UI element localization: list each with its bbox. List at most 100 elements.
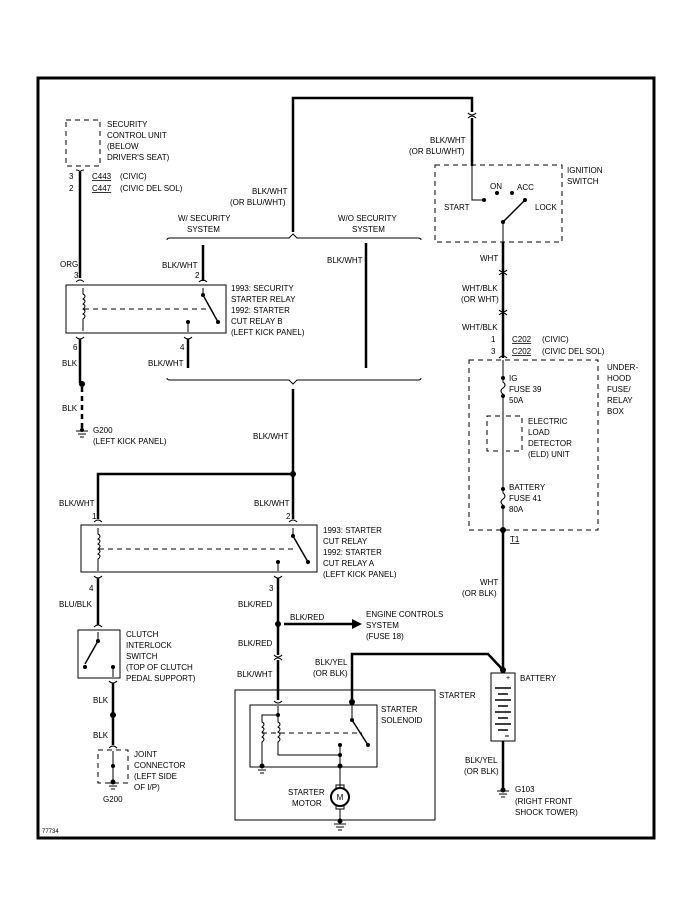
battery-icon: +: [490, 667, 516, 742]
wire-label: (OR BLU/WHT): [409, 147, 465, 156]
label: (CIVIC DEL SOL): [542, 347, 605, 356]
label: STARTER RELAY: [231, 295, 296, 304]
label: START: [444, 203, 470, 212]
wire-label: BLK/WHT: [430, 136, 466, 145]
label: MOTOR: [292, 799, 322, 808]
inline-connector: [498, 309, 508, 316]
label: (CIVIC DEL SOL): [120, 184, 183, 193]
splice-dot: [79, 381, 85, 387]
starter-motor-icon: M: [330, 784, 350, 810]
ground-icon: [497, 790, 509, 798]
wire-label: WHT: [480, 254, 498, 263]
connector-label: C202: [512, 347, 532, 356]
label: SYSTEM: [366, 621, 399, 630]
pin-label: 2: [69, 184, 74, 193]
label: CLUTCH: [126, 630, 159, 639]
fuse-icon: [500, 489, 506, 507]
label: CONTROL UNIT: [107, 131, 167, 140]
wire-label: BLK: [62, 404, 78, 413]
ground-label: (LEFT KICK PANEL): [93, 437, 167, 446]
label: SWITCH: [567, 177, 599, 186]
wire-blkwht-top: [291, 96, 474, 232]
label: (CIVIC): [120, 172, 147, 181]
connector-label: C202: [512, 335, 532, 344]
label: FUSE/: [607, 385, 631, 394]
wire-label: (OR WHT): [461, 295, 499, 304]
label: CONNECTOR: [134, 761, 186, 770]
ground-icon: [334, 823, 346, 831]
label: (ELD) UNIT: [528, 450, 570, 459]
option-label: W/O SECURITY: [338, 214, 397, 223]
wire-label: (OR BLK): [462, 589, 497, 598]
wire-label: BLK/WHT: [253, 432, 289, 441]
pin-label: 6: [73, 343, 78, 352]
label: STARTER: [381, 705, 418, 714]
label: (CIVIC): [542, 335, 569, 344]
option-label: SYSTEM: [187, 225, 220, 234]
wire-label: BLK/YEL: [315, 658, 348, 667]
label: BOX: [607, 407, 625, 416]
ground-label: G103: [515, 785, 535, 794]
label: ENGINE CONTROLS: [366, 610, 443, 619]
security-control-unit: SECURITY CONTROL UNIT (BELOW DRIVER'S SE…: [65, 119, 183, 193]
option-brace: [166, 377, 422, 385]
plus-sign: +: [506, 675, 510, 682]
label: INTERLOCK: [126, 641, 172, 650]
ground-icon: [76, 428, 88, 438]
wire-label: ORG: [60, 260, 78, 269]
label: 1993: STARTER: [323, 526, 382, 535]
wire-label: WHT/BLK: [462, 323, 498, 332]
label: (LEFT KICK PANEL): [323, 570, 397, 579]
label: DETECTOR: [528, 439, 572, 448]
arrow-right-icon: [352, 619, 362, 629]
label: FUSE 39: [509, 385, 542, 394]
label: SECURITY: [107, 120, 148, 129]
label: 80A: [509, 505, 524, 514]
label: ACC: [517, 183, 534, 192]
wire-label: BLK/RED: [238, 639, 272, 648]
pin-label: 3: [74, 271, 79, 280]
fuse-icon: [500, 378, 506, 398]
label: BATTERY: [520, 674, 557, 683]
label: 1992: STARTER: [323, 548, 382, 557]
ground-icon: [256, 766, 268, 774]
label: 50A: [509, 396, 524, 405]
wire-blkwht-split: [96, 472, 295, 519]
wire-label: BLK: [93, 731, 109, 740]
relay-a: 1 2 1993: STARTER CUT RELAY 1992: STARTE…: [80, 512, 397, 593]
wire-label: BLK/WHT: [148, 359, 184, 368]
wire-label: BLK/WHT: [327, 256, 363, 265]
relay-b: 3 2 1993: SECURITY STARTER RELAY 1992: S…: [65, 271, 305, 352]
pin-label: 1: [92, 512, 97, 521]
label: SWITCH: [126, 652, 158, 661]
label: STARTER: [288, 788, 325, 797]
wire-label: WHT/BLK: [462, 284, 498, 293]
wire-label: BLK: [62, 359, 78, 368]
pin-label: 3: [69, 172, 74, 181]
label: 1992: STARTER: [231, 306, 290, 315]
connector-label: C443: [92, 172, 112, 181]
inline-connector: [498, 269, 508, 276]
pin-label: 2: [286, 512, 291, 521]
pin-label: 4: [89, 584, 94, 593]
label: (BELOW: [107, 142, 139, 151]
pin-label: 3: [491, 347, 496, 356]
label: CUT RELAY A: [323, 559, 375, 568]
ground-label: G200: [103, 795, 123, 804]
ground-label: (RIGHT FRONT: [515, 797, 572, 806]
inline-connector: [467, 112, 477, 119]
clutch-interlock-switch: CLUTCH INTERLOCK SWITCH (TOP OF CLUTCH P…: [77, 624, 196, 684]
label: OF I/P): [134, 783, 160, 792]
label: IG: [509, 374, 517, 383]
label: UNDER-: [607, 363, 638, 372]
splice-dot: [275, 621, 281, 627]
splice-dot: [110, 712, 116, 718]
pin-label: 2: [195, 271, 200, 280]
label: LOAD: [528, 428, 550, 437]
diagram-frame: [36, 76, 656, 840]
motor-symbol: M: [337, 793, 344, 802]
wire-label: (OR BLK): [313, 669, 348, 678]
ground-label: G200: [93, 426, 113, 435]
inline-connector: [273, 654, 283, 661]
starter: STARTER STARTER SOLENOID M STARTER MOTOR: [234, 689, 476, 831]
